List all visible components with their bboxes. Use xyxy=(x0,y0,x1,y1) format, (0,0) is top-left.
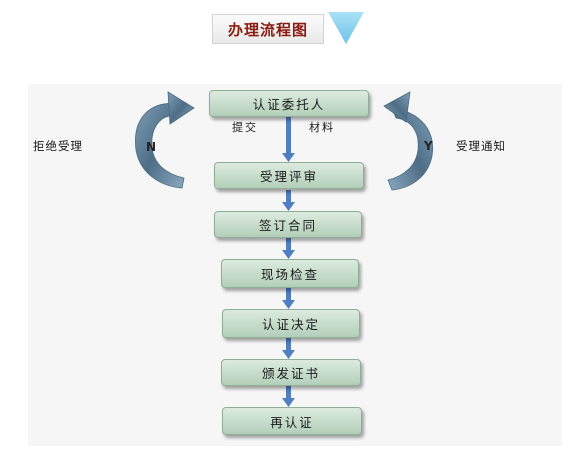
submit-label-right: 材料 xyxy=(309,121,335,134)
step-site-inspection: 现场检查 xyxy=(221,259,359,288)
reject-letter: N xyxy=(146,140,157,154)
down-arrow xyxy=(282,117,295,162)
down-arrow xyxy=(282,338,295,359)
step-authentication-client: 认证委托人 xyxy=(209,90,369,117)
step-issue-certificate: 颁发证书 xyxy=(221,359,361,386)
accept-label: 受理通知 xyxy=(456,139,506,153)
accept-curved-arrow xyxy=(383,91,434,191)
reject-curved-arrow xyxy=(135,91,195,189)
diagram-title: 办理流程图 xyxy=(212,14,324,44)
step-acceptance-review: 受理评审 xyxy=(214,162,364,189)
reject-label: 拒绝受理 xyxy=(33,139,83,153)
step-certification-decision: 认证决定 xyxy=(222,309,360,338)
accept-letter: Y xyxy=(424,139,433,153)
down-arrow xyxy=(282,238,295,259)
down-arrow xyxy=(282,288,295,309)
step-recertification: 再认证 xyxy=(222,407,362,435)
submit-label-left: 提交 xyxy=(232,121,258,134)
title-triangle-icon xyxy=(328,12,364,44)
down-arrow xyxy=(282,190,295,211)
step-sign-contract: 签订合同 xyxy=(214,211,362,238)
down-arrow xyxy=(282,386,295,407)
